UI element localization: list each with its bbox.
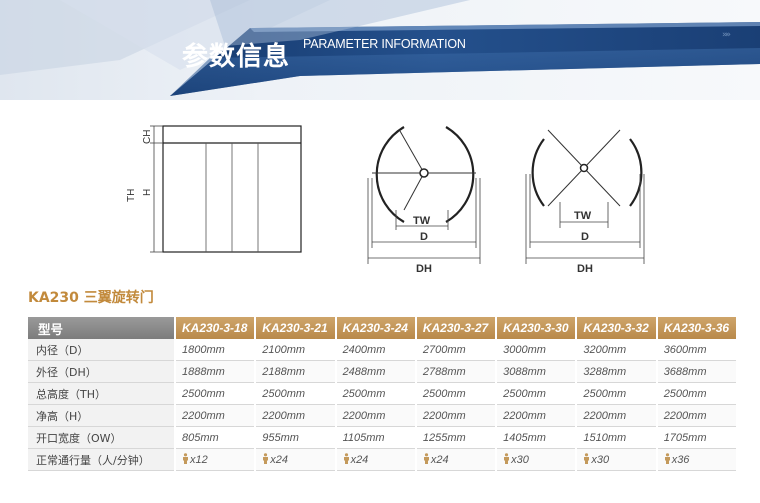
flow-value: x30: [511, 454, 529, 466]
table-header-model: KA230-3-36: [657, 317, 736, 339]
dh-label: DH: [416, 263, 432, 275]
table-cell: 2400mm: [336, 339, 415, 361]
table-cell: 3088mm: [497, 361, 576, 383]
banner-background: [0, 0, 760, 100]
table-cell: 2200mm: [176, 405, 255, 427]
tw-label-2: TW: [574, 210, 592, 222]
table-cell: 805mm: [176, 427, 255, 449]
tw-label: TW: [413, 215, 431, 227]
table-cell: 2188mm: [256, 361, 335, 383]
table-row: 总高度（TH） 2500mm 2500mm 2500mm 2500mm 2500…: [28, 383, 736, 405]
d-label-2: D: [581, 231, 589, 243]
table-cell: 2500mm: [657, 383, 736, 405]
table-cell: x24: [336, 449, 415, 471]
person-icon: [664, 453, 670, 464]
row-label: 净高（H）: [28, 405, 174, 427]
person-icon: [423, 453, 429, 464]
table-row: 正常通行量（人/分钟） x12 x24 x24 x24 x30 x30 x36: [28, 449, 736, 471]
person-icon: [263, 453, 269, 464]
row-label: 开口宽度（OW）: [28, 427, 174, 449]
table-cell: 3600mm: [657, 339, 736, 361]
table-row: 内径（D） 1800mm 2100mm 2400mm 2700mm 3000mm…: [28, 339, 736, 361]
table-cell: 2200mm: [336, 405, 415, 427]
table-cell: 1800mm: [176, 339, 255, 361]
table-cell: 2200mm: [577, 405, 656, 427]
th-label: TH: [126, 189, 137, 202]
table-row: 外径（DH） 1888mm 2188mm 2488mm 2788mm 3088m…: [28, 361, 736, 383]
table-cell: 2500mm: [256, 383, 335, 405]
flow-value: x24: [430, 454, 449, 466]
table-cell: x30: [497, 449, 576, 471]
table-header-label: 型号: [28, 317, 174, 339]
row-label: 外径（DH）: [28, 361, 174, 383]
table-cell: 3288mm: [577, 361, 656, 383]
row-label: 正常通行量（人/分钟）: [28, 449, 174, 471]
d-label: D: [420, 231, 428, 243]
ch-label: CH: [142, 130, 153, 144]
table-cell: 2488mm: [336, 361, 415, 383]
table-cell: 2200mm: [416, 405, 496, 427]
person-icon: [183, 453, 188, 464]
table-cell: 2500mm: [497, 383, 576, 405]
dh-label-2: DH: [577, 263, 593, 275]
table-header-row: 型号 KA230-3-18 KA230-3-21 KA230-3-24 KA23…: [28, 317, 736, 339]
table-cell: x30: [577, 449, 656, 471]
table-header-model: KA230-3-21: [256, 317, 335, 339]
table-cell: 955mm: [256, 427, 335, 449]
table-cell: 2100mm: [256, 339, 335, 361]
table-cell: x36: [657, 449, 736, 471]
table-header-model: KA230-3-24: [336, 317, 415, 339]
table-cell: 3688mm: [657, 361, 736, 383]
person-icon: [343, 453, 349, 464]
page-title: 参数信息: [182, 42, 291, 72]
flow-value: x30: [591, 454, 610, 466]
header-banner: 参数信息 PARAMETER INFORMATION »»: [0, 0, 760, 100]
h-label: H: [142, 189, 153, 196]
table-cell: 2200mm: [497, 405, 576, 427]
table-row: 开口宽度（OW） 805mm 955mm 1105mm 1255mm 1405m…: [28, 427, 736, 449]
flow-value: x12: [190, 454, 208, 466]
table-cell: 1105mm: [336, 427, 415, 449]
table-cell: 2500mm: [416, 383, 496, 405]
table-cell: 1510mm: [577, 427, 656, 449]
flow-value: x36: [671, 454, 690, 466]
spec-table: 型号 KA230-3-18 KA230-3-21 KA230-3-24 KA23…: [26, 317, 738, 471]
table-cell: 2500mm: [176, 383, 255, 405]
table-cell: 3200mm: [577, 339, 656, 361]
flow-value: x24: [350, 454, 369, 466]
three-wing-plan-diagram: TW D DH: [367, 126, 481, 275]
person-icon: [504, 453, 510, 464]
table-cell: x24: [416, 449, 496, 471]
table-cell: x24: [256, 449, 335, 471]
table-cell: 2700mm: [416, 339, 496, 361]
table-header-model: KA230-3-18: [176, 317, 255, 339]
table-cell: 3000mm: [497, 339, 576, 361]
table-header-model: KA230-3-32: [577, 317, 656, 339]
elevation-diagram: CH H TH: [126, 125, 302, 253]
table-cell: x12: [176, 449, 255, 471]
table-cell: 1255mm: [416, 427, 496, 449]
table-cell: 2500mm: [577, 383, 656, 405]
double-chevron-icon: »»: [722, 30, 731, 40]
flow-value: x24: [270, 454, 289, 466]
table-cell: 2200mm: [256, 405, 335, 427]
table-cell: 1888mm: [176, 361, 255, 383]
table-row: 净高（H） 2200mm 2200mm 2200mm 2200mm 2200mm…: [28, 405, 736, 427]
table-cell: 2200mm: [657, 405, 736, 427]
page-subtitle: PARAMETER INFORMATION: [303, 37, 466, 51]
row-label: 总高度（TH）: [28, 383, 174, 405]
row-label: 内径（D）: [28, 339, 174, 361]
table-cell: 1705mm: [657, 427, 736, 449]
table-header-model: KA230-3-30: [497, 317, 576, 339]
table-cell: 2500mm: [336, 383, 415, 405]
person-icon: [584, 453, 590, 464]
product-title: KA230 三翼旋转门: [28, 290, 154, 306]
table-header-model: KA230-3-27: [416, 317, 496, 339]
table-cell: 2788mm: [416, 361, 496, 383]
four-wing-plan-diagram: TW D DH: [525, 129, 645, 275]
table-cell: 1405mm: [497, 427, 576, 449]
